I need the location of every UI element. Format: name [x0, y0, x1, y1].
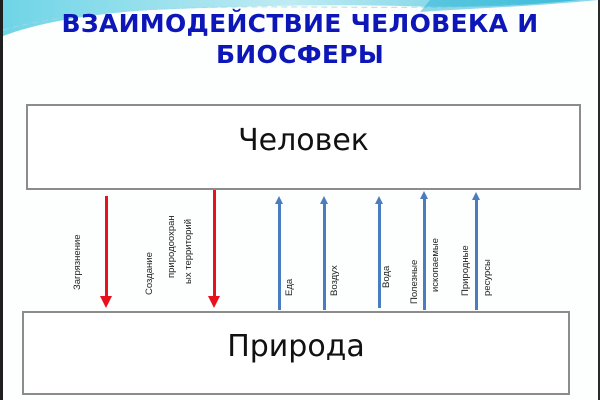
arrow-head-up-icon	[420, 191, 428, 199]
label-pollution: Загрязнение	[72, 234, 83, 290]
label-protected-areas-line3: ых территорий	[183, 218, 194, 284]
nature-box: Природа	[22, 311, 570, 395]
label-water: Вода	[381, 265, 392, 288]
arrow-head-up-icon	[275, 196, 283, 204]
label-air: Воздух	[329, 265, 340, 296]
label-protected-areas-line2: природоохран	[166, 215, 177, 278]
label-minerals-line1: Полезные	[409, 259, 420, 304]
label-food: Еда	[284, 278, 295, 296]
arrow-head-down-icon	[100, 296, 112, 308]
label-minerals-line2: ископаемые	[430, 238, 441, 292]
label-natural-resources-line2: ресурсы	[482, 259, 493, 296]
arrow-head-up-icon	[320, 196, 328, 204]
arrow-head-up-icon	[375, 196, 383, 204]
slide-frame-right	[598, 0, 600, 400]
human-box-label: Человек	[238, 122, 369, 158]
nature-box-label: Природа	[227, 328, 365, 364]
label-natural-resources-line1: Природные	[460, 245, 471, 296]
slide-frame-left	[0, 0, 3, 400]
label-protected-areas-line1: Создание	[144, 252, 155, 295]
arrow-head-up-icon	[472, 192, 480, 200]
title-line-1: ВЗАИМОДЕЙСТВИЕ ЧЕЛОВЕКА И	[61, 9, 539, 38]
slide-title: ВЗАИМОДЕЙСТВИЕ ЧЕЛОВЕКА И БИОСФЕРЫ	[0, 8, 600, 70]
title-line-2: БИОСФЕРЫ	[215, 40, 385, 69]
human-box: Человек	[26, 104, 581, 190]
decorative-wave	[2, 0, 598, 36]
arrow-head-down-icon	[208, 296, 220, 308]
